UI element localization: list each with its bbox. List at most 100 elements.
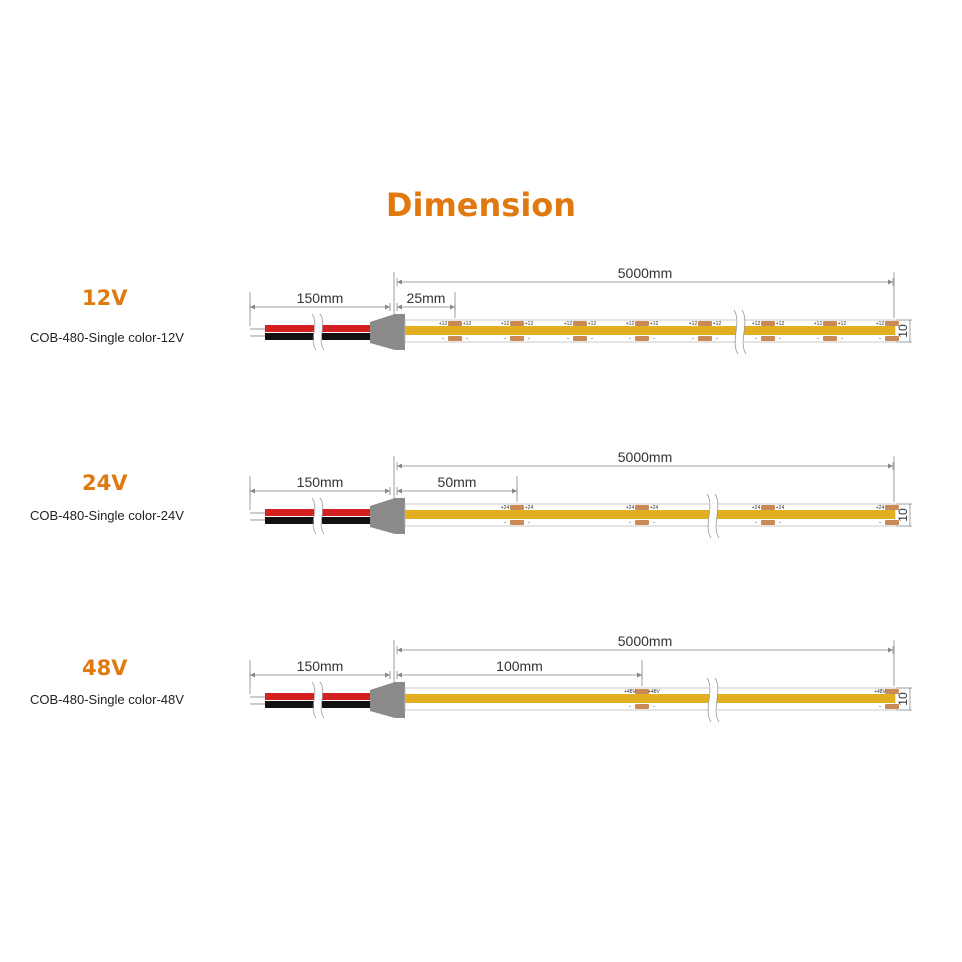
cut-length-dim-arrow-start — [397, 672, 402, 678]
total-length-dim-arrow-start — [397, 647, 402, 653]
pad-plus-label: +12 — [501, 321, 510, 327]
connector-icon — [370, 314, 405, 350]
pad-minus-label-right: - — [653, 704, 655, 710]
wire-length-dim-arrow-start — [250, 488, 255, 494]
cut-point-pad: +12 +12 - - — [752, 321, 785, 342]
cut-length-dim: 100mm — [396, 658, 643, 679]
total-length-dim: 5000mm — [396, 449, 894, 470]
wire-break-mark-curve-0 — [311, 313, 317, 351]
pad-plus-label-right: +12 — [588, 321, 597, 327]
pad-plus-label: +24 — [501, 505, 510, 511]
cut-point-pad: +12+12-- — [564, 321, 597, 342]
pad-plus-icon — [885, 505, 899, 510]
total-length-dim-arrow-start — [397, 279, 402, 285]
wire-length-dim-arrow-start — [250, 304, 255, 310]
cut-length-dim-arrow-end — [512, 488, 517, 494]
wire-length-dim-label: 150mm — [297, 658, 344, 674]
pad-plus-label-right: +48V — [648, 689, 660, 695]
pad-plus-label-right: +12 — [713, 321, 722, 327]
cut-point-pad: +12 +12 - - — [626, 321, 659, 342]
strip-break-mark-gap — [736, 316, 744, 348]
pad-plus-label: +12 — [564, 321, 573, 327]
strip-break-mark-curve-0 — [706, 677, 712, 723]
pad-minus-icon — [885, 520, 899, 525]
total-length-dim-label: 5000mm — [618, 633, 672, 649]
cut-point-pad: +12- — [876, 321, 899, 342]
pad-minus-icon — [761, 520, 775, 525]
pad-minus-icon — [823, 336, 837, 341]
width-label: 10 — [896, 324, 910, 338]
cut-point-pad: +48V +48V - - — [624, 689, 661, 710]
row-12v-model-label: COB-480-Single color-12V — [30, 330, 184, 345]
pad-plus-label-right: +12 — [650, 321, 659, 327]
pad-plus-label-right: +24 — [650, 505, 659, 511]
connector-icon — [370, 682, 405, 718]
cut-length-dim-arrow-start — [397, 488, 402, 494]
pad-plus-icon — [635, 321, 649, 326]
cut-point-pad: +12+12-- — [814, 321, 847, 342]
pad-plus-icon — [448, 321, 462, 326]
pad-minus-label: - — [755, 336, 757, 342]
pad-plus-icon — [573, 321, 587, 326]
pad-minus-label: - — [879, 704, 881, 710]
strip-cob-led — [405, 326, 895, 335]
pad-plus-icon — [885, 321, 899, 326]
pad-minus-icon — [635, 520, 649, 525]
row-24v-model-label: COB-480-Single color-24V — [30, 508, 184, 523]
cut-point-pad: +24+24-- — [626, 505, 659, 526]
wire-break-mark-curve-1 — [319, 497, 325, 535]
row-48v-voltage-label: 48V — [82, 656, 128, 680]
pad-plus-label: +12 — [439, 321, 448, 327]
strip-break-mark — [706, 493, 720, 539]
pad-plus-icon — [510, 321, 524, 326]
pad-plus-label: +12 — [876, 321, 885, 327]
pad-minus-label: - — [692, 336, 694, 342]
pad-minus-label-right: - — [528, 520, 530, 526]
pad-plus-label-right: +12 — [776, 321, 785, 327]
pad-minus-label: - — [567, 336, 569, 342]
cut-point-pad: +12+12-- — [501, 321, 534, 342]
pad-plus-icon — [510, 505, 524, 510]
strip-break-mark-gap — [709, 500, 717, 532]
total-length-dim-label: 5000mm — [618, 449, 672, 465]
pad-plus-label-right: +12 — [525, 321, 534, 327]
wire-break-mark-gap — [314, 504, 322, 528]
pad-minus-icon — [885, 336, 899, 341]
pad-plus-icon — [635, 689, 649, 694]
width-label: 10 — [896, 692, 910, 706]
cut-length-dim-arrow-end — [450, 304, 455, 310]
pad-minus-label-right: - — [779, 520, 781, 526]
cut-length-dim: 25mm — [396, 290, 456, 311]
pad-minus-label: - — [504, 520, 506, 526]
pad-plus-label: +12 — [752, 321, 761, 327]
pad-plus-label: +12 — [626, 321, 635, 327]
pad-minus-label-right: - — [716, 336, 718, 342]
pad-plus-label: +24 — [876, 505, 885, 511]
pad-minus-label-right: - — [653, 336, 655, 342]
pad-minus-label: - — [629, 336, 631, 342]
strip-break-mark-curve-0 — [706, 493, 712, 539]
total-length-dim-label: 5000mm — [618, 265, 672, 281]
pad-plus-label: +12 — [689, 321, 698, 327]
pad-minus-icon — [448, 336, 462, 341]
wire-break-mark — [311, 681, 325, 719]
wire-break-mark — [311, 497, 325, 535]
strip-cob-led — [405, 694, 895, 703]
strip-break-mark — [706, 677, 720, 723]
pad-minus-icon — [635, 704, 649, 709]
pad-minus-label: - — [442, 336, 444, 342]
cut-length-dim-label: 100mm — [496, 658, 543, 674]
pad-minus-label-right: - — [779, 336, 781, 342]
pad-plus-label: +48V — [624, 689, 636, 695]
strip-break-mark-curve-1 — [714, 493, 720, 539]
wire-break-mark — [311, 313, 325, 351]
row-24v-voltage-label: 24V — [82, 471, 128, 495]
pad-plus-label-right: +12 — [838, 321, 847, 327]
strip-row-12v: +12+12--+12+12--+12+12--+12+12--+12+12--… — [249, 265, 912, 355]
pad-minus-label: - — [629, 704, 631, 710]
strip-row-48v: +48V +48V - - +48V - 10 150mm 100mm 5000mm — [249, 633, 912, 723]
cut-length-dim-label: 25mm — [407, 290, 446, 306]
pad-plus-label: +48V — [874, 689, 886, 695]
cut-point-pad: +24+24-- — [501, 505, 533, 526]
